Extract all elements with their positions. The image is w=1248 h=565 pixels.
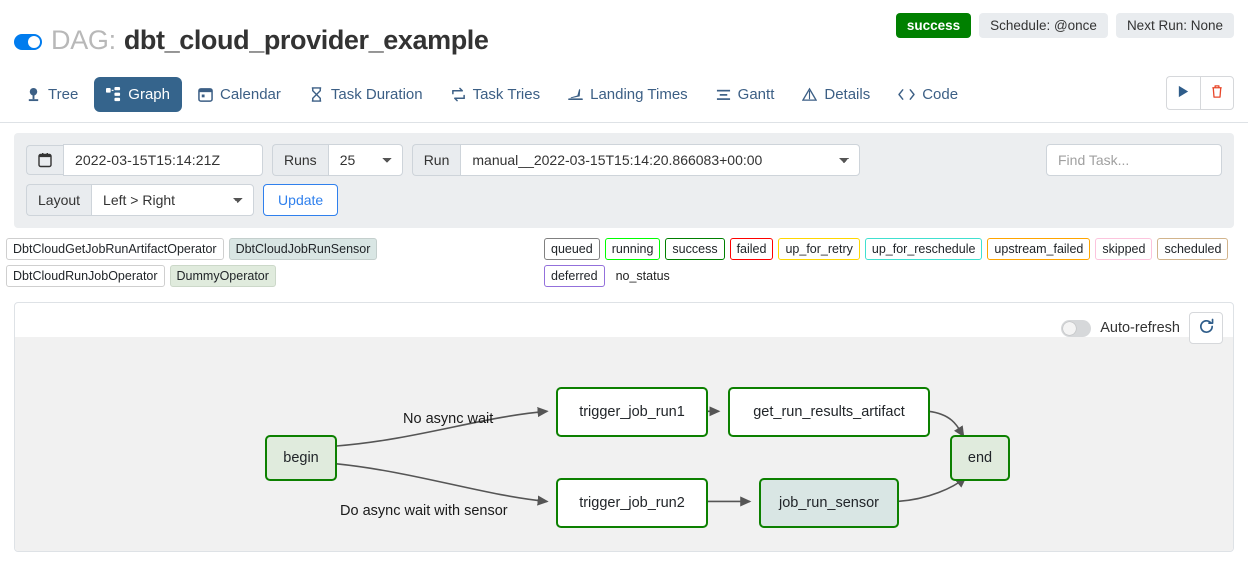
- operator-legend-pill[interactable]: DbtCloudRunJobOperator: [6, 265, 165, 287]
- page-title: dbt_cloud_provider_example: [123, 24, 489, 55]
- refresh-icon: [1198, 318, 1215, 338]
- graph-canvas[interactable]: begin trigger_job_run1 get_run_results_art…: [15, 337, 1233, 551]
- graph-toolbar: Auto-refresh: [1061, 312, 1223, 344]
- graph-edge-label: No async wait: [403, 411, 494, 427]
- status-badge: success: [895, 13, 972, 38]
- tab-landing-times[interactable]: Landing Times: [556, 77, 700, 112]
- status-legend-pill[interactable]: no_status: [615, 269, 670, 283]
- status-legend-pill[interactable]: upstream_failed: [987, 238, 1091, 260]
- triangle-icon: [802, 87, 818, 102]
- filter-row-secondary: Layout Left > Right Update: [26, 184, 1222, 216]
- schedule-badge[interactable]: Schedule: @once: [979, 13, 1108, 38]
- tab-label: Code: [922, 85, 959, 103]
- tab-label: Gantt: [737, 85, 775, 103]
- status-legend-pill[interactable]: deferred: [544, 265, 605, 287]
- status-legend-pill[interactable]: up_for_retry: [778, 238, 860, 260]
- dag-pause-toggle[interactable]: [14, 33, 42, 50]
- filter-bar: Runs 25 Run manual__2022-03-15T15:14:20.…: [14, 133, 1234, 228]
- calendar-icon: [26, 145, 63, 175]
- operator-legend-pill[interactable]: DummyOperator: [169, 265, 276, 287]
- tab-label: Task Tries: [472, 85, 541, 103]
- status-legend-pill[interactable]: up_for_reschedule: [864, 238, 983, 260]
- edge-begin-run1: [336, 407, 549, 447]
- calendar-icon: [198, 87, 213, 102]
- status-legend-pill[interactable]: skipped: [1095, 238, 1153, 260]
- graph-node-job_run_sensor[interactable]: job_run_sensor: [759, 478, 899, 528]
- find-task-input[interactable]: [1046, 144, 1222, 176]
- refresh-button[interactable]: [1189, 312, 1223, 344]
- runs-label: Runs: [272, 144, 328, 176]
- tab-graph[interactable]: Graph: [94, 76, 182, 112]
- base-date-group: [26, 144, 263, 176]
- run-select[interactable]: manual__2022-03-15T15:14:20.866083+00:00: [460, 144, 861, 176]
- trigger-dag-button[interactable]: [1166, 76, 1200, 110]
- status-legend-pill[interactable]: scheduled: [1157, 238, 1229, 260]
- graph-node-trigger_job_run2[interactable]: trigger_job_run2: [556, 478, 708, 528]
- hourglass-icon: [309, 86, 324, 102]
- operator-legend-pill[interactable]: DbtCloudJobRunSensor: [228, 238, 378, 260]
- gantt-icon: [716, 87, 731, 102]
- status-legend-pill[interactable]: success: [665, 238, 725, 260]
- runs-select[interactable]: 25: [327, 144, 403, 176]
- auto-refresh-toggle[interactable]: [1061, 319, 1092, 337]
- status-legend-pill[interactable]: queued: [544, 238, 600, 260]
- graph-edge-label: Do async wait with sensor: [340, 503, 508, 519]
- tab-code[interactable]: Code: [886, 77, 970, 112]
- graph-panel: Auto-refresh begin trigger_job_run1 get_ru…: [14, 302, 1234, 552]
- layout-group: Layout Left > Right: [26, 184, 255, 216]
- graph-icon: [106, 86, 121, 102]
- next-run-badge: Next Run: None: [1115, 13, 1234, 38]
- run-group: Run manual__2022-03-15T15:14:20.866083+0…: [411, 144, 861, 176]
- edge-sensor-end: [897, 476, 967, 503]
- tab-task-tries[interactable]: Task Tries: [439, 77, 553, 112]
- status-legend-pill[interactable]: failed: [729, 238, 774, 260]
- edge-artifact-end: [928, 410, 965, 438]
- tab-label: Tree: [48, 85, 79, 103]
- graph-node-get_run_results_artifact[interactable]: get_run_results_artifact: [728, 387, 930, 437]
- tab-tree[interactable]: Tree: [14, 77, 90, 112]
- status-legend-pill[interactable]: running: [604, 238, 661, 260]
- retry-icon: [451, 87, 466, 102]
- tab-label: Landing Times: [590, 85, 688, 103]
- tab-label: Graph: [128, 85, 170, 103]
- dag-label: DAG:: [51, 24, 116, 55]
- page-header: DAG: dbt_cloud_provider_example success …: [0, 0, 1248, 66]
- tab-label: Details: [824, 85, 871, 103]
- update-button[interactable]: Update: [263, 184, 339, 216]
- layout-label: Layout: [26, 184, 92, 216]
- auto-refresh-label: Auto-refresh: [1100, 320, 1180, 336]
- edge-begin-run2: [336, 463, 549, 506]
- landing-icon: [568, 87, 583, 102]
- code-icon: [898, 87, 915, 102]
- graph-node-begin[interactable]: begin: [265, 435, 337, 481]
- layout-select[interactable]: Left > Right: [91, 184, 255, 216]
- delete-dag-button[interactable]: [1200, 76, 1234, 110]
- dag-actions: [1166, 76, 1234, 110]
- tab-gantt[interactable]: Gantt: [704, 77, 787, 112]
- trash-icon: [1210, 84, 1224, 102]
- tab-calendar[interactable]: Calendar: [186, 77, 293, 112]
- tab-label: Task Duration: [330, 85, 423, 103]
- run-label: Run: [411, 144, 461, 176]
- runs-group: Runs 25: [272, 144, 403, 176]
- tab-details[interactable]: Details: [790, 77, 882, 112]
- base-date-input[interactable]: [63, 144, 263, 176]
- tab-label: Calendar: [220, 85, 281, 103]
- tree-icon: [26, 87, 41, 102]
- play-icon: [1177, 85, 1190, 101]
- filter-row-primary: Runs 25 Run manual__2022-03-15T15:14:20.…: [26, 144, 1222, 176]
- graph-node-end[interactable]: end: [950, 435, 1010, 481]
- view-tabs: Tree Graph Calendar Task Duration Task T…: [0, 66, 1248, 123]
- operator-legend-pill[interactable]: DbtCloudGetJobRunArtifactOperator: [6, 238, 224, 260]
- graph-node-trigger_job_run1[interactable]: trigger_job_run1: [556, 387, 708, 437]
- tab-task-duration[interactable]: Task Duration: [297, 77, 435, 112]
- header-badges: success Schedule: @once Next Run: None: [895, 13, 1234, 38]
